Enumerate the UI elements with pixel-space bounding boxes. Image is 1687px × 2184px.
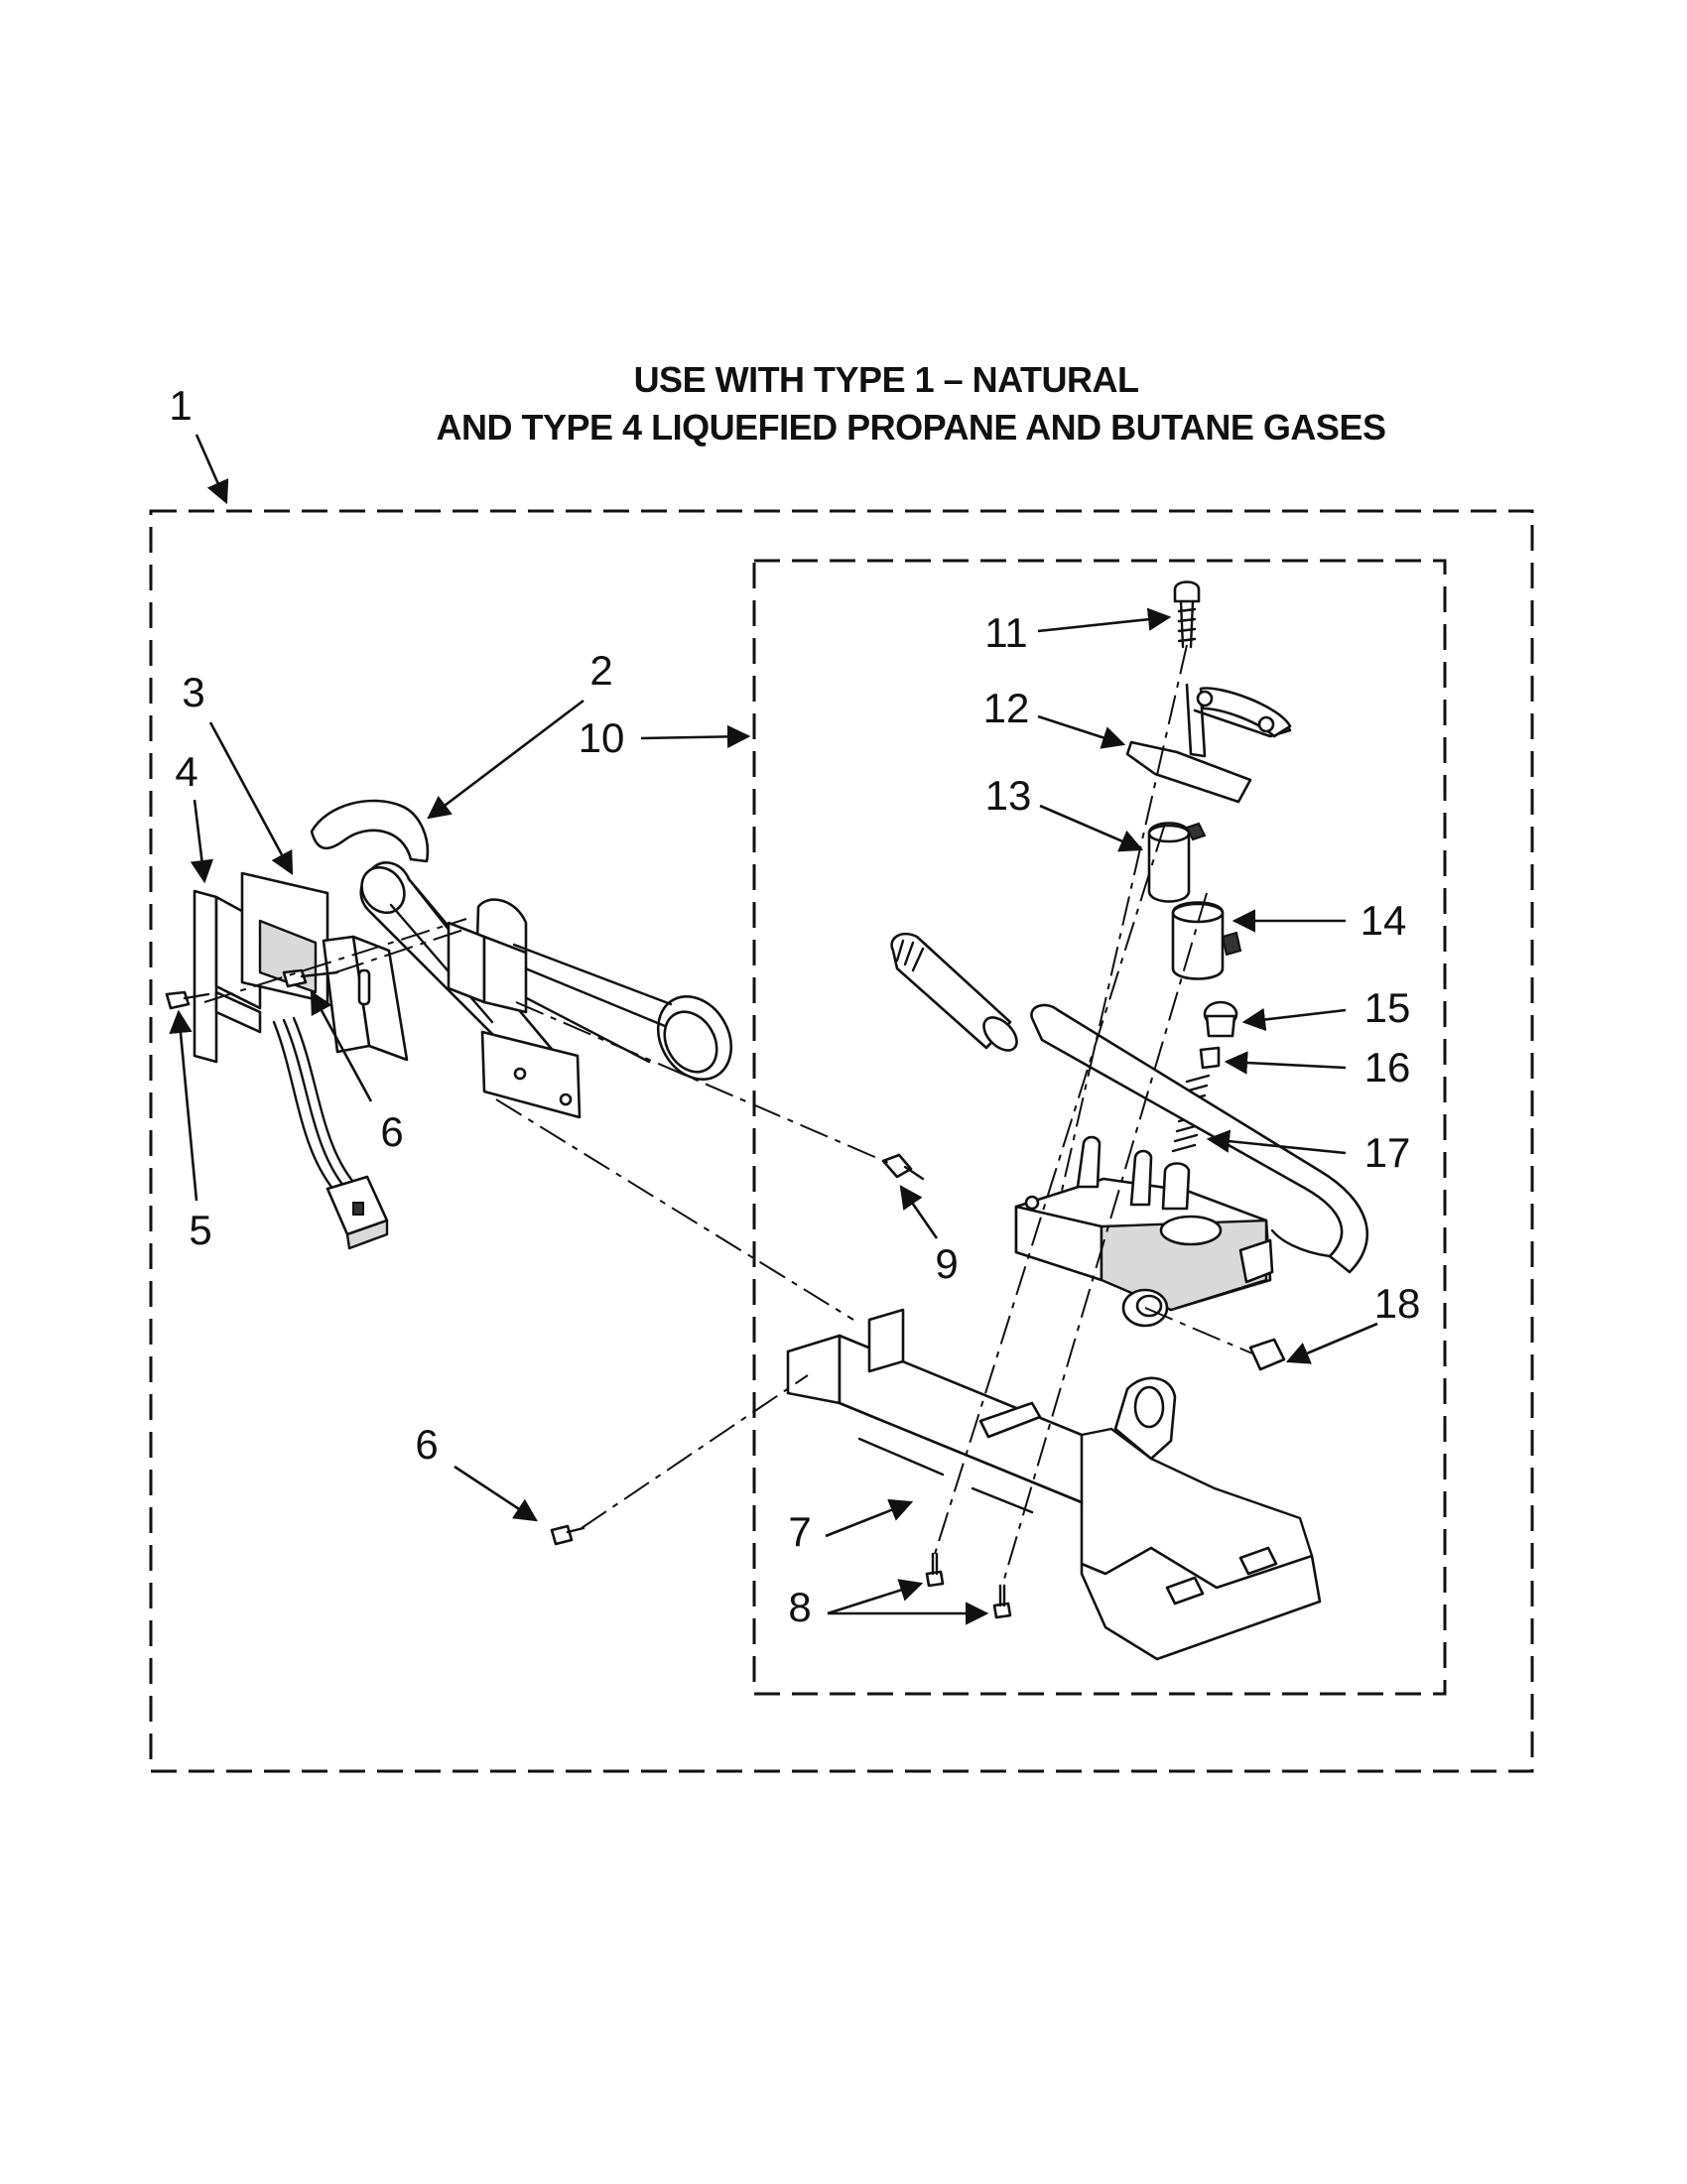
callout-10: 10 — [579, 714, 625, 761]
leader-4 — [190, 799, 214, 884]
coil-item-13 — [1147, 822, 1207, 903]
gas-valve-body — [1014, 1135, 1274, 1328]
header-line-2: AND TYPE 4 LIQUEFIED PROPANE AND BUTANE … — [437, 407, 1386, 448]
leader-15 — [1241, 1007, 1347, 1032]
callout-11: 11 — [984, 609, 1028, 656]
callout-15: 15 — [1364, 984, 1411, 1031]
leader-16 — [1224, 1051, 1347, 1075]
callout-6-upper: 6 — [380, 1108, 403, 1155]
callout-6-lower: 6 — [415, 1421, 438, 1468]
leader-9 — [899, 1185, 939, 1239]
screw-item-8-right — [992, 1584, 1012, 1619]
coil-item-14 — [1171, 901, 1242, 980]
leader-3 — [208, 721, 294, 876]
gas-pipe — [1030, 1003, 1369, 1274]
leader-1 — [195, 434, 229, 505]
leader-6-upper — [310, 989, 373, 1102]
screw-item-6-lower — [550, 1524, 585, 1546]
callout-4: 4 — [175, 748, 197, 795]
callout-14: 14 — [1361, 897, 1407, 944]
callout-18: 18 — [1374, 1280, 1421, 1327]
cap-item-15 — [1203, 1000, 1238, 1038]
leader-13 — [1039, 804, 1144, 852]
leader-18 — [1285, 1322, 1378, 1364]
screw-item-6-upper — [282, 968, 339, 988]
leader-17 — [1206, 1129, 1347, 1155]
callout-9: 9 — [935, 1240, 958, 1287]
callout-16: 16 — [1364, 1044, 1411, 1091]
screw-item-5 — [165, 990, 210, 1010]
leader-lines — [169, 434, 1378, 1625]
assembly-lines — [203, 644, 1253, 1587]
inlet-pipe-segment — [890, 932, 1018, 1052]
header-line-1: USE WITH TYPE 1 – NATURAL — [634, 359, 1139, 400]
leader-12 — [1037, 714, 1126, 749]
igniter-wire-harness — [272, 1016, 389, 1250]
screw-item-8-left — [925, 1552, 945, 1588]
leader-10 — [640, 724, 751, 749]
plunger-item-16 — [1199, 1046, 1221, 1070]
callout-13: 13 — [985, 772, 1032, 819]
inner-valve-frame — [752, 559, 1447, 1696]
callout-17: 17 — [1364, 1129, 1411, 1176]
leader-2 — [427, 699, 584, 820]
leader-8a — [827, 1579, 924, 1615]
screw-item-11 — [1173, 580, 1201, 649]
callout-2: 2 — [589, 647, 612, 694]
callout-12: 12 — [983, 685, 1030, 731]
leader-6-lower — [454, 1465, 538, 1522]
leader-11 — [1037, 607, 1172, 633]
plug-item-18 — [1248, 1338, 1286, 1371]
orifice-item-9 — [881, 1153, 925, 1181]
callout-7: 7 — [788, 1508, 811, 1555]
valve-mounting-bracket-item-7 — [786, 1308, 1322, 1661]
callout-3: 3 — [182, 669, 204, 715]
leader-5 — [169, 1009, 198, 1202]
callout-5: 5 — [189, 1207, 211, 1253]
valve-bracket-item-12 — [1125, 683, 1292, 804]
outer-kit-frame — [149, 509, 1534, 1773]
callout-8: 8 — [788, 1584, 811, 1630]
burner-mounting-plate — [447, 921, 582, 1119]
leader-7 — [825, 1498, 914, 1538]
callout-1: 1 — [169, 382, 192, 429]
